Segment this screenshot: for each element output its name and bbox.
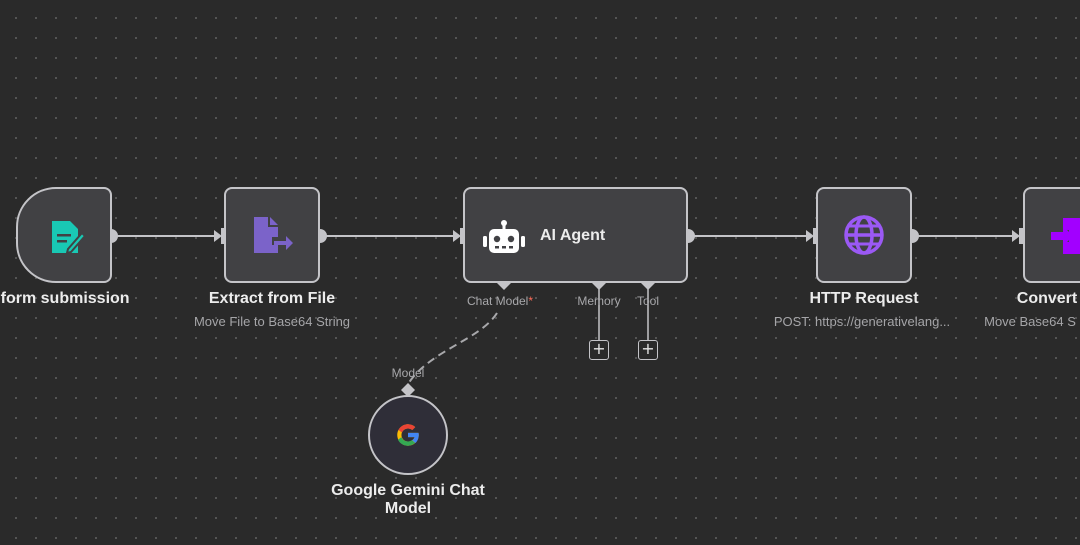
input-handle[interactable] xyxy=(1019,228,1025,244)
convert-node-subtitle: Move Base64 S xyxy=(984,314,1076,329)
http-node-subtitle: POST: https://generativelang... xyxy=(773,314,951,329)
arrow-head xyxy=(214,230,222,242)
model-output-handle[interactable] xyxy=(401,383,415,397)
arrow-head xyxy=(453,230,461,242)
http-request-node[interactable] xyxy=(816,187,912,283)
ai-agent-node[interactable]: AI Agent xyxy=(463,187,688,283)
google-icon xyxy=(397,424,420,446)
form-trigger-node[interactable] xyxy=(16,187,112,283)
extract-file-icon xyxy=(254,217,293,253)
http-node-title: HTTP Request xyxy=(809,290,919,307)
connection-gemini-agent[interactable] xyxy=(407,312,498,385)
required-marker: * xyxy=(528,294,534,308)
ai-agent-title: AI Agent xyxy=(540,227,606,244)
globe-icon xyxy=(844,215,884,255)
model-port-label: Model xyxy=(391,366,425,380)
convert-node[interactable] xyxy=(1023,187,1080,283)
memory-port-label: Memory xyxy=(577,294,621,308)
extract-node-title: Extract from File xyxy=(208,290,336,307)
form-icon xyxy=(52,221,86,255)
convert-node-title: Convert xyxy=(1016,290,1078,307)
add-memory-button[interactable]: + xyxy=(589,340,609,360)
form-trigger-title: n form submission xyxy=(0,290,130,307)
arrow-head xyxy=(1012,230,1020,242)
extract-from-file-node[interactable] xyxy=(224,187,320,283)
convert-icon xyxy=(1051,218,1080,254)
gemini-node-title: Google Gemini Chat Model xyxy=(331,482,485,517)
add-tool-button[interactable]: + xyxy=(638,340,658,360)
arrow-head xyxy=(806,230,814,242)
tool-port-label: Tool xyxy=(636,294,660,308)
robot-icon xyxy=(483,220,525,253)
extract-node-subtitle: Move File to Base64 String xyxy=(193,314,351,329)
gemini-chat-model-node[interactable] xyxy=(368,395,448,475)
chat-model-port-label: Chat Model* xyxy=(466,294,534,308)
